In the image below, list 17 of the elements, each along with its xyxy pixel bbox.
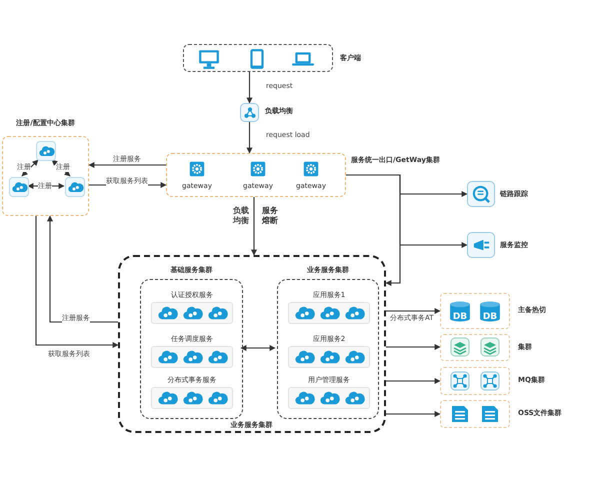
annotation-text: 服务熔断: [262, 206, 279, 226]
arrow: [386, 411, 441, 417]
double-arrow: [240, 345, 276, 351]
arrow: [251, 197, 257, 256]
edge-label: 负载均衡: [231, 206, 251, 226]
double-arrow: [22, 160, 38, 176]
cluster-frame: [118, 255, 386, 433]
arrow: [386, 308, 441, 314]
arrow: [35, 216, 119, 348]
arrow: [386, 344, 441, 350]
arrow: [386, 378, 441, 384]
arrow: [346, 174, 401, 286]
arrow: [246, 122, 252, 154]
icon-label: DB: [482, 312, 498, 322]
icon-label: DB: [452, 312, 468, 322]
arrow: [246, 72, 252, 104]
arrow: [88, 162, 166, 168]
